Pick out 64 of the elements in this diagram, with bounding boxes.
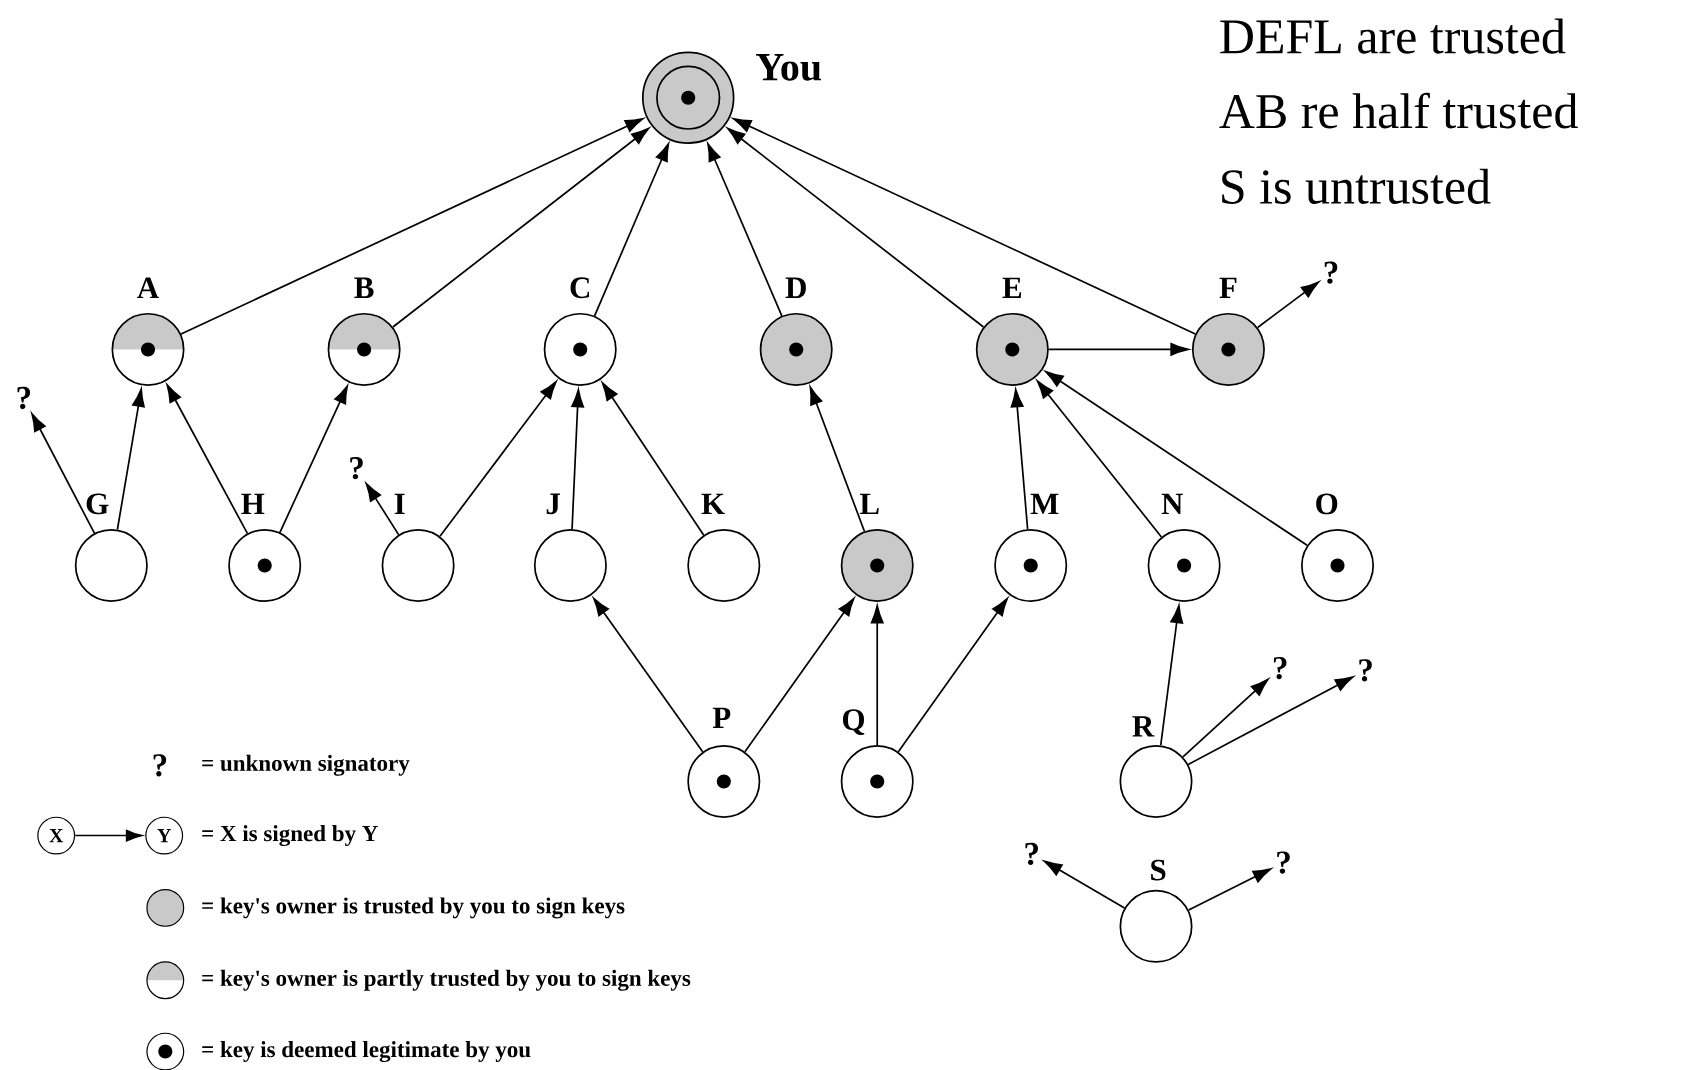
key-label: M (1030, 493, 1059, 515)
arrow (744, 597, 855, 753)
arrow (601, 382, 705, 536)
arrow (439, 380, 557, 538)
key-label: J (546, 493, 560, 515)
arrow (116, 388, 145, 531)
arrow (1159, 604, 1184, 747)
key-label: L (859, 493, 879, 515)
arrow (897, 597, 1009, 753)
legend-text: = unknown signatory (202, 754, 410, 776)
key-label: Q (842, 709, 865, 735)
key-label: C (570, 277, 590, 299)
label: Y (157, 829, 172, 843)
arrow (732, 118, 1197, 335)
key-label: You (756, 54, 821, 81)
label: X (49, 829, 64, 843)
key-label: F (1219, 277, 1237, 298)
unknown-signatory: ? (1277, 851, 1290, 874)
arrow (593, 597, 704, 753)
arrow (809, 386, 866, 533)
unknown-signatory: ? (17, 386, 31, 410)
key-label: R (1132, 716, 1155, 737)
arrow (1043, 860, 1126, 909)
arrow (1187, 868, 1272, 911)
legend-text: = key's owner is trusted by you to sign keys (202, 897, 625, 919)
arrow (392, 127, 650, 328)
arrow (365, 483, 400, 536)
legend-text: = X is signed by Y (202, 825, 378, 847)
key-label: N (1161, 493, 1183, 515)
arrow (1036, 380, 1163, 538)
arrow (1256, 281, 1320, 329)
note-text: DEFL are trusted (1220, 18, 1566, 54)
key-label: D (785, 277, 806, 298)
arrow (279, 385, 349, 534)
legend-symbol: ? (153, 754, 167, 777)
legend-text: = key is deemed legitimate by you (202, 1041, 531, 1063)
key-label: B (354, 277, 374, 298)
key-label: E (1002, 277, 1022, 298)
unknown-signatory: ? (1025, 842, 1038, 866)
note-text: S is untrusted (1222, 168, 1491, 204)
arrow (1187, 676, 1354, 766)
arrow (166, 384, 249, 535)
unknown-signatory: ? (350, 457, 363, 480)
legend-text: = key's owner is partly trusted by you to sign keys (202, 969, 691, 991)
arrow (593, 143, 670, 317)
key-label: G (86, 493, 109, 515)
unknown-signatory: ? (1273, 656, 1287, 680)
unknown-signatory: ? (1324, 261, 1338, 284)
key-label: K (701, 493, 725, 515)
arrow (31, 413, 96, 534)
key-label: P (712, 707, 731, 728)
arrow (180, 118, 644, 335)
arrow (1047, 342, 1189, 356)
key-label: A (137, 277, 159, 298)
arrow (1182, 678, 1269, 758)
key-label: I (394, 493, 405, 515)
key-label: O (1316, 493, 1338, 515)
arrow (1010, 388, 1029, 530)
note-text: AB re half trusted (1219, 92, 1578, 129)
arrow (870, 605, 884, 746)
key-label: S (1151, 859, 1166, 881)
unknown-signatory: ? (1359, 659, 1372, 682)
key-label: H (241, 493, 265, 515)
arrow (1045, 370, 1308, 547)
